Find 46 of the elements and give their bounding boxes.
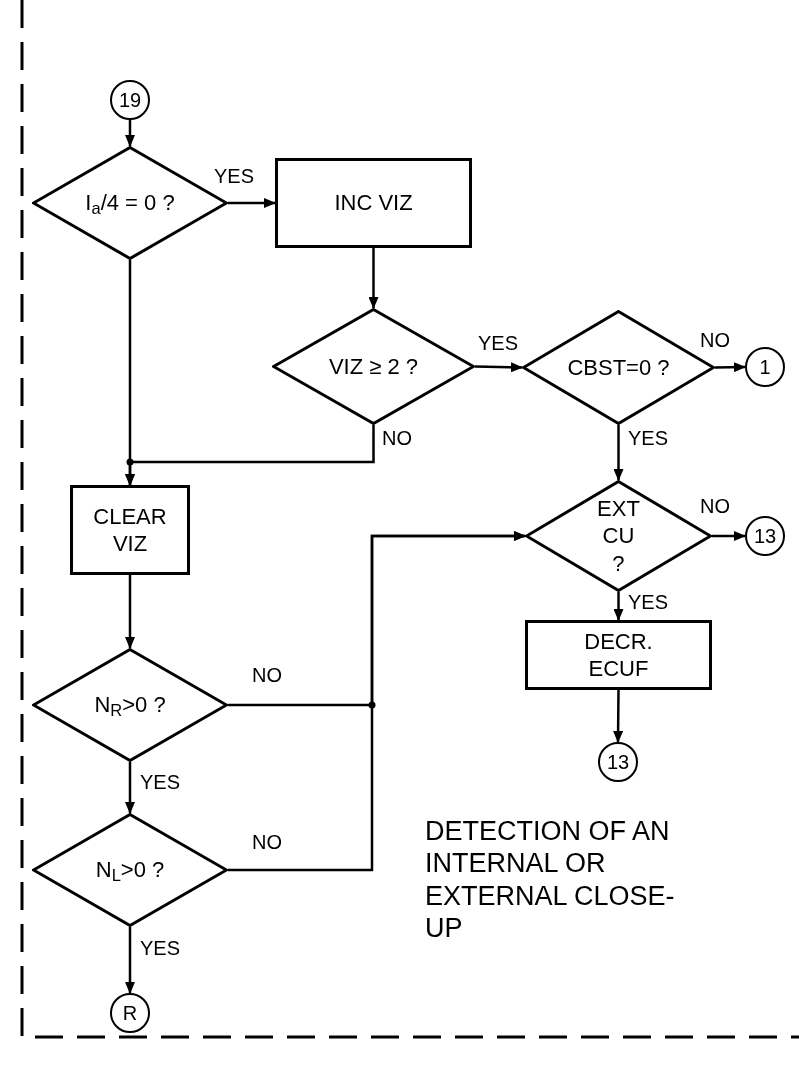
edge-label: YES (140, 772, 181, 792)
flow-arrow (613, 690, 624, 743)
flow-arrow (228, 531, 526, 872)
diagram-caption: DETECTION OF AN INTERNAL OR EXTERNAL CLOSE-UP (425, 815, 675, 945)
node-label: INC VIZ (334, 189, 413, 217)
flow-arrow (125, 575, 135, 649)
edge-label: NO (252, 665, 282, 685)
edge-label: NO (700, 496, 730, 516)
node-label: CLEAR VIZ (92, 502, 168, 558)
node-label: N$_{L}$>0 ? (95, 856, 165, 884)
flow-arrow (714, 362, 746, 373)
edge-label: NO (252, 832, 282, 852)
edge-label: YES (140, 938, 181, 958)
flow-arrow (125, 927, 135, 994)
node-label: EXT CU ? (596, 494, 641, 578)
flow-arrow (125, 120, 135, 147)
decision-diamond (32, 813, 228, 927)
edge-label: NO (382, 428, 412, 448)
flow-arrow (228, 198, 276, 208)
flow-arrow (474, 362, 523, 373)
node-label: 13 (606, 749, 630, 775)
node-label: 1 (759, 354, 771, 380)
edge-label: YES (628, 592, 669, 612)
node-label: N$_{R}$>0 ? (94, 691, 166, 719)
node-label: CBST=0 ? (567, 353, 670, 382)
process-box (525, 620, 712, 690)
edge-label: YES (478, 333, 519, 353)
node-label: DECR. ECUF (583, 627, 654, 683)
process-box (70, 485, 190, 575)
node-label: I$_{a}$/4 = 0 ? (85, 189, 175, 217)
flow-arrow (125, 425, 375, 486)
node-label: 19 (118, 87, 142, 113)
flow-arrow (712, 531, 746, 541)
flow-arrow (613, 592, 624, 621)
flow-arrow (125, 762, 135, 814)
decision-diamond (32, 648, 228, 762)
process-box (275, 158, 472, 248)
edge-label: YES (214, 166, 255, 186)
node-label: VIZ ≥ 2 ? (328, 352, 419, 381)
node-label: 13 (753, 523, 777, 549)
edge-label: YES (628, 428, 669, 448)
edge-label: NO (700, 330, 730, 350)
decision-diamond (272, 308, 475, 425)
node-label: R (122, 1000, 138, 1026)
flow-arrow (368, 248, 379, 309)
flow-arrow (613, 425, 624, 481)
